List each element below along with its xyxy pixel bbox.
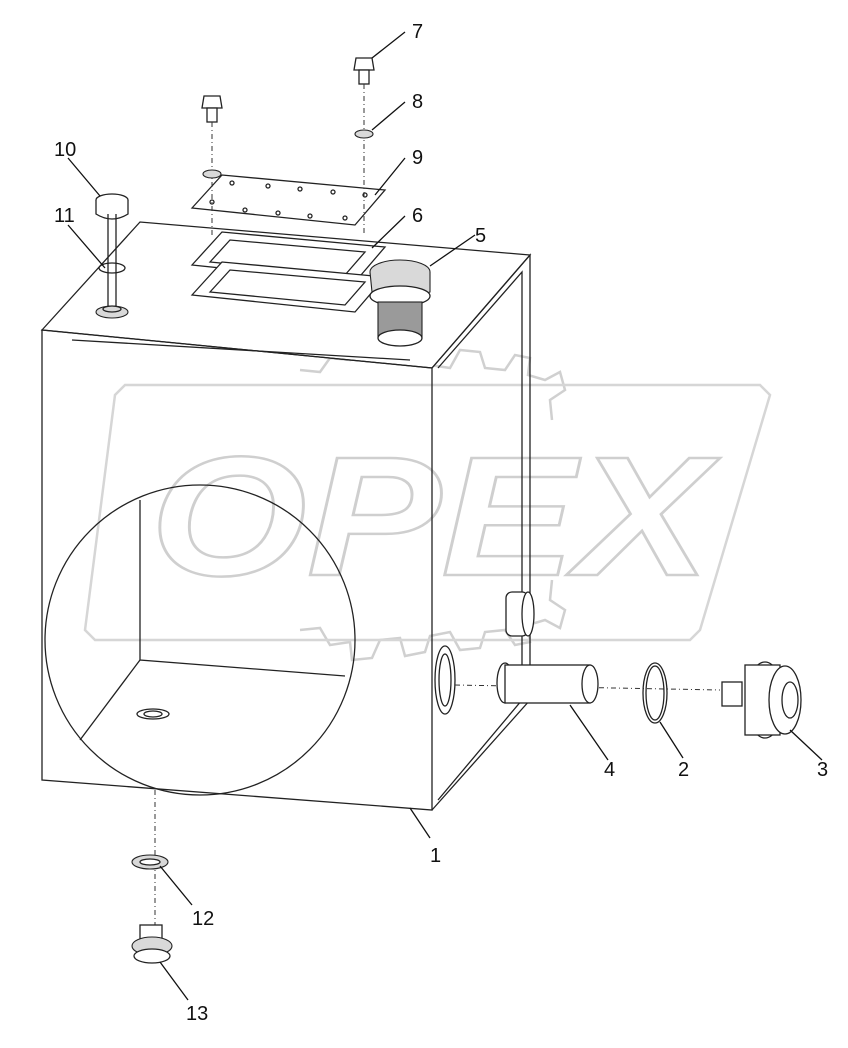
cutaway-circle: [44, 484, 356, 796]
dipstick-10: [95, 193, 129, 310]
callout-labels: 7 8 9 6 5 10 11 1 4 2 3 12 13: [54, 21, 828, 1025]
inspection-cover-9: [190, 174, 387, 226]
callout-3: 3: [817, 759, 828, 781]
bolt-7: [353, 57, 375, 235]
washer-11: [95, 262, 129, 319]
drain-port: [136, 708, 170, 720]
callout-8: 8: [412, 91, 423, 113]
washer-12: [131, 790, 169, 930]
plug-3: [721, 661, 802, 739]
o-ring-2: [642, 662, 668, 724]
bolt-left: [201, 95, 223, 238]
strainer-4: [454, 662, 721, 704]
watermark-logo: OPEX: [149, 421, 722, 614]
leader-lines: [67, 31, 823, 1001]
callout-11: 11: [54, 205, 75, 227]
washer-8: [354, 129, 374, 139]
callout-2: 2: [678, 759, 689, 781]
callout-6: 6: [412, 205, 423, 227]
callout-12: 12: [192, 908, 214, 930]
callout-13: 13: [186, 1003, 208, 1025]
callout-5: 5: [475, 225, 486, 247]
watermark-text: OPEX: [150, 422, 720, 612]
callout-10: 10: [54, 139, 76, 161]
gasket-6: [190, 231, 387, 313]
side-port-lower: [434, 645, 456, 715]
drain-plug-13: [131, 924, 173, 964]
callout-4: 4: [604, 759, 615, 781]
callout-9: 9: [412, 147, 423, 169]
callout-1: 1: [430, 845, 441, 867]
filler-breather-5: [369, 259, 431, 347]
callout-7: 7: [412, 21, 423, 43]
